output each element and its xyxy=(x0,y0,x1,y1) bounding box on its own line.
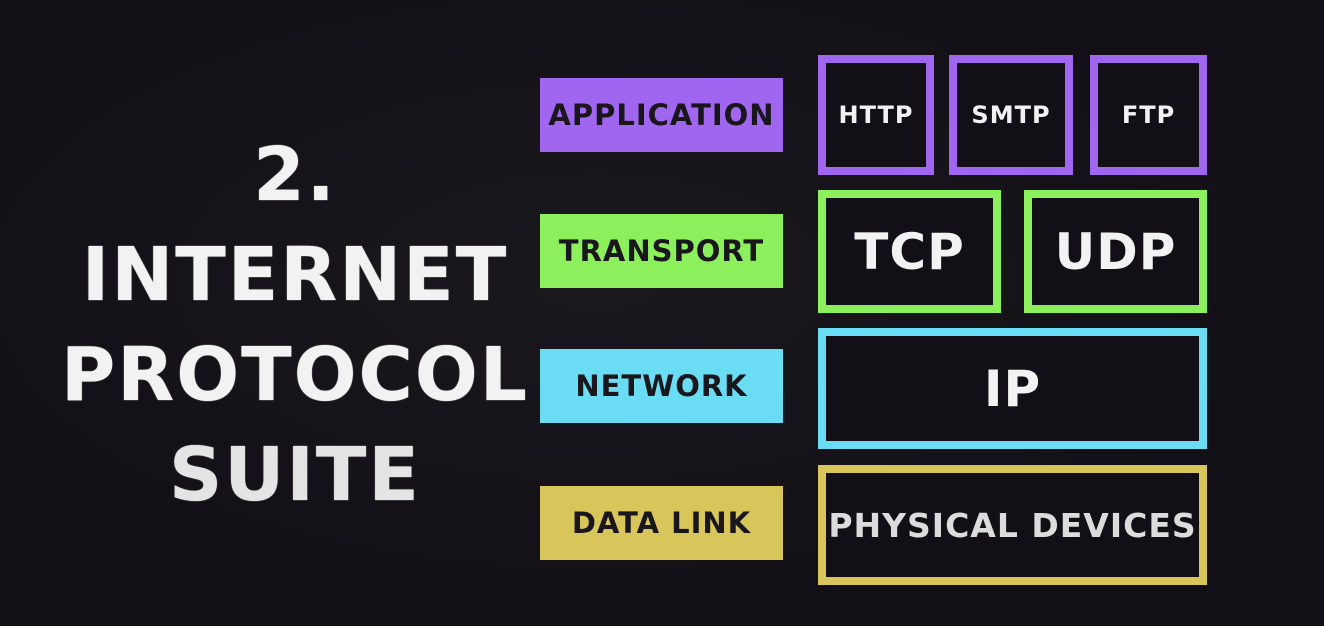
protocol-box-http: HTTP xyxy=(818,55,934,175)
protocol-box-physical-devices: PHYSICAL DEVICES xyxy=(818,465,1207,585)
protocol-box-udp: UDP xyxy=(1024,190,1207,313)
protocol-box-ftp: FTP xyxy=(1090,55,1207,175)
layer-label-transport: TRANSPORT xyxy=(540,214,783,288)
protocol-box-smtp: SMTP xyxy=(949,55,1073,175)
title-number: 2. xyxy=(253,132,337,218)
title-line-suite: SUITE xyxy=(169,432,421,518)
title-line-protocol: PROTOCOL xyxy=(61,332,529,418)
diagram-title: 2. INTERNET PROTOCOL SUITE xyxy=(60,125,530,525)
protocol-box-ip: IP xyxy=(818,328,1207,449)
protocol-box-tcp: TCP xyxy=(818,190,1001,313)
title-line-internet: INTERNET xyxy=(81,232,509,318)
layer-label-data-link: DATA LINK xyxy=(540,486,783,560)
layer-label-network: NETWORK xyxy=(540,349,783,423)
layer-label-application: APPLICATION xyxy=(540,78,783,152)
